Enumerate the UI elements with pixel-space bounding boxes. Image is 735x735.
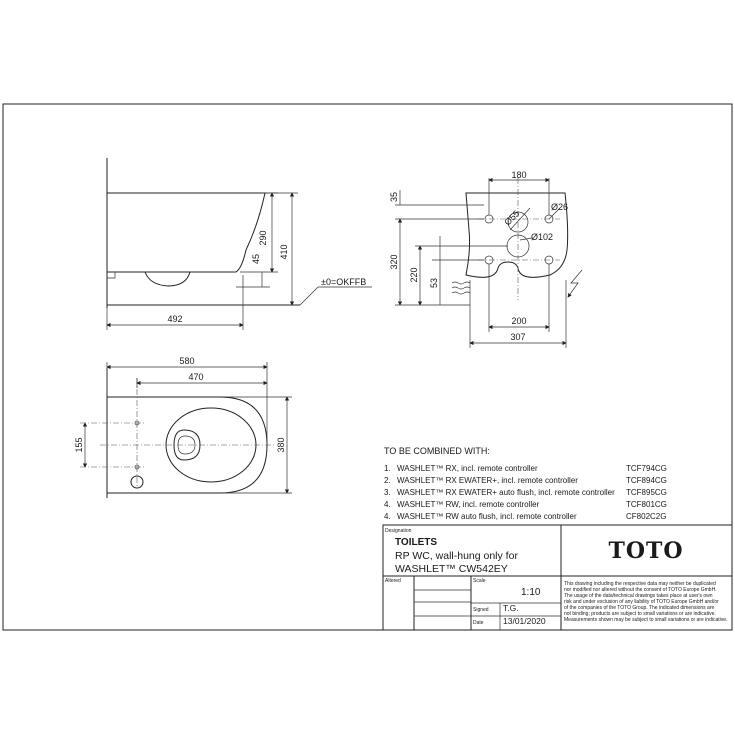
svg-text:4.: 4. bbox=[384, 500, 391, 509]
svg-text:4.: 4. bbox=[384, 512, 391, 521]
svg-text:2.: 2. bbox=[384, 476, 391, 485]
dim-307: 307 bbox=[510, 332, 525, 342]
svg-text:This drawing including the res: This drawing including the respective da… bbox=[564, 581, 716, 587]
water-supply-icon bbox=[451, 281, 471, 295]
date-value: 13/01/2020 bbox=[503, 616, 546, 626]
date-label: Date bbox=[473, 620, 484, 626]
svg-text:WASHLET™ RX, incl. remote cont: WASHLET™ RX, incl. remote controller bbox=[397, 464, 538, 473]
svg-text:1.: 1. bbox=[384, 464, 391, 473]
dim-220: 220 bbox=[409, 267, 419, 282]
disclaimer-text: This drawing including the respective da… bbox=[564, 581, 727, 623]
altered-label: Altered bbox=[385, 578, 401, 584]
svg-text:WASHLET™ RX EWATER+, incl. rem: WASHLET™ RX EWATER+, incl. remote contro… bbox=[397, 476, 578, 485]
dim-320: 320 bbox=[389, 254, 399, 269]
drawing-frame bbox=[2, 103, 733, 631]
product-heading: TOILETS bbox=[395, 537, 437, 548]
dim-dia-102: Ø102 bbox=[531, 232, 553, 242]
svg-text:TCF801CG: TCF801CG bbox=[626, 500, 667, 509]
toto-logo: TOTO bbox=[608, 538, 683, 564]
dim-200: 200 bbox=[511, 316, 526, 326]
dim-dia-26: Ø26 bbox=[551, 202, 568, 212]
title-block: Designation TOILETS RP WC, wall-hung onl… bbox=[382, 524, 733, 631]
svg-text:TCF894CG: TCF894CG bbox=[626, 476, 667, 485]
scale-value: 1:10 bbox=[521, 587, 541, 598]
svg-text:Measurements shown may be subj: Measurements shown may be subject to sma… bbox=[564, 617, 727, 623]
dim-470: 470 bbox=[188, 372, 203, 382]
list-item: 3. WASHLET™ RX EWATER+ auto flush, incl.… bbox=[384, 488, 667, 497]
svg-text:The usage of the data/technica: The usage of the data/technical drawings… bbox=[564, 593, 713, 599]
dim-155: 155 bbox=[74, 437, 84, 452]
svg-text:TCF794CG: TCF794CG bbox=[626, 464, 667, 473]
dim-380: 380 bbox=[276, 437, 286, 452]
dim-dia-55: Ø55 bbox=[502, 208, 521, 227]
dim-53: 53 bbox=[429, 278, 439, 288]
list-item: 4. WASHLET™ RW auto flush, incl. remote … bbox=[384, 512, 666, 521]
dim-580: 580 bbox=[179, 356, 194, 366]
combine-list: TO BE COMBINED WITH: 1. WASHLET™ RX, inc… bbox=[384, 446, 667, 521]
svg-text:of the companies of the TOTO G: of the companies of the TOTO Group. The … bbox=[564, 605, 714, 611]
svg-text:WASHLET™ RX EWATER+ auto flush: WASHLET™ RX EWATER+ auto flush, incl. re… bbox=[397, 488, 615, 497]
dim-35: 35 bbox=[389, 192, 399, 202]
svg-text:TCF895CG: TCF895CG bbox=[626, 488, 667, 497]
dim-410: 410 bbox=[279, 244, 289, 259]
signed-label: Signed bbox=[473, 607, 489, 613]
svg-text:CF802C2G: CF802C2G bbox=[626, 512, 666, 521]
signed-value: T.G. bbox=[503, 603, 519, 613]
product-line-2: WASHLET™ CW542EY bbox=[395, 563, 508, 575]
svg-text:not binding; products are subj: not binding; products are subject to sma… bbox=[564, 611, 716, 617]
side-view: 290 410 45 ±0=OKFFB 492 bbox=[106, 158, 372, 330]
combine-title: TO BE COMBINED WITH: bbox=[384, 446, 490, 456]
svg-text:WASHLET™ RW, incl. remote cont: WASHLET™ RW, incl. remote controller bbox=[397, 500, 540, 509]
floor-reference-label: ±0=OKFFB bbox=[321, 277, 366, 287]
list-item: 2. WASHLET™ RX EWATER+, incl. remote con… bbox=[384, 476, 667, 485]
svg-text:WASHLET™ RW auto flush, incl.: WASHLET™ RW auto flush, incl. remote con… bbox=[397, 512, 577, 521]
dim-290: 290 bbox=[258, 230, 268, 245]
plan-view: 155 580 470 380 bbox=[74, 356, 292, 498]
dim-45: 45 bbox=[251, 254, 261, 264]
svg-text:3.: 3. bbox=[384, 488, 391, 497]
svg-text:risk and under exclusion of an: risk and under exclusion of any liabilit… bbox=[564, 599, 719, 605]
scale-label: Scale bbox=[473, 578, 486, 584]
product-line-1: RP WC, wall-hung only for bbox=[395, 550, 518, 562]
designation-label: Designation bbox=[385, 528, 412, 534]
list-item: 4. WASHLET™ RW, incl. remote controller … bbox=[384, 500, 667, 509]
dim-180: 180 bbox=[511, 170, 526, 180]
dim-492: 492 bbox=[167, 314, 182, 324]
front-view: 180 Ø55 Ø26 Ø102 35 320 220 53 2 bbox=[389, 170, 583, 348]
electric-supply-icon bbox=[567, 269, 583, 298]
list-item: 1. WASHLET™ RX, incl. remote controller … bbox=[384, 464, 667, 473]
svg-text:nor modified nor altered witho: nor modified nor altered without the con… bbox=[564, 587, 717, 593]
